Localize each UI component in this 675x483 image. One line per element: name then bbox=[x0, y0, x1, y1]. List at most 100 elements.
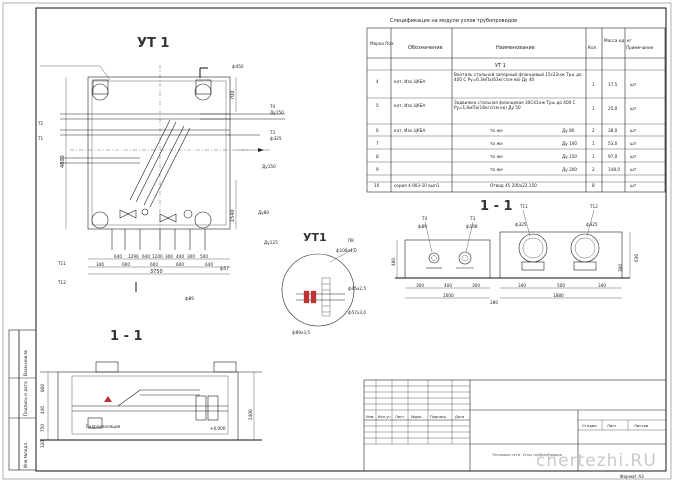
section-cut-marks bbox=[135, 67, 208, 292]
dim-l3: 600 bbox=[176, 262, 184, 267]
row7-pos: 7 bbox=[376, 141, 379, 146]
sec-dim-ltotal: 1000 bbox=[443, 293, 454, 298]
row8-pos: 8 bbox=[376, 154, 379, 159]
row7-note: шт bbox=[630, 141, 637, 146]
pipe-label-t1: Т1 bbox=[37, 136, 44, 141]
tb-h-list: Лист bbox=[395, 415, 404, 419]
row7-mass: 53,0 bbox=[608, 141, 618, 146]
callout-0: ф450 bbox=[232, 64, 244, 69]
section-right: Т4 Т3 ф89 ф108 Т11 Т12 ф325 ф325 300 400… bbox=[391, 204, 639, 305]
sec-dim-gap: 280 bbox=[490, 300, 498, 305]
dim-b4: 300 bbox=[165, 254, 173, 259]
sec-dim-rtotal: 1880 bbox=[553, 293, 564, 298]
tb-stage: Стадия bbox=[582, 423, 597, 428]
row6-qty: 2 bbox=[592, 128, 595, 133]
row7-qty: 1 bbox=[592, 141, 595, 146]
row9-qty: 2 bbox=[592, 167, 595, 172]
dim-b2: 640 bbox=[142, 254, 150, 259]
dim-l2: 600 bbox=[150, 262, 158, 267]
node-title-main: УТ 1 bbox=[137, 36, 169, 51]
plan-dimensions: 4800 700 1540 640 1290 640 1200 300 400 … bbox=[60, 77, 237, 275]
row5-qty: 1 bbox=[592, 106, 595, 111]
row4-qty: 1 bbox=[592, 82, 595, 87]
sec-left-label-1: +0,000 bbox=[210, 426, 226, 431]
small-node-detail: ПК ф108х4,0 ф45х2,5 ф57х3,0 ф89х3,5 bbox=[281, 238, 366, 335]
spec-group: УТ 1 bbox=[495, 63, 506, 69]
sec-height-small: 300 bbox=[618, 264, 623, 272]
callout-6: ф89 bbox=[185, 296, 194, 301]
section-left: Гидроизоляция +0,000 800 440 750 320 240… bbox=[40, 361, 262, 448]
sec-dim-l1: 400 bbox=[444, 283, 452, 288]
sec-left-dim-2: 750 bbox=[40, 424, 45, 432]
th-note: Примечание bbox=[626, 45, 654, 50]
callout-7: ф57 bbox=[220, 266, 229, 271]
row10-pos: 10 bbox=[374, 183, 380, 188]
row5-mass: 25,0 bbox=[608, 106, 618, 111]
side-label-inv: Инв.№подл. bbox=[23, 442, 28, 468]
small-label-57: ф57х3,0 bbox=[348, 310, 366, 315]
row5-designation: кат. Изо ЦКБА bbox=[394, 103, 426, 108]
row6-designation: кат. Изо ЦКБА bbox=[394, 128, 426, 133]
pipe-label-t2: Т2 bbox=[37, 121, 44, 126]
row8-name: то же bbox=[490, 154, 503, 159]
pipe-label-t4: Т4 bbox=[269, 104, 276, 109]
th-mass: Масса ед. кг bbox=[604, 38, 632, 43]
tb-h-date: Дата bbox=[455, 415, 464, 419]
row10-qty: 8 bbox=[592, 183, 595, 188]
sec-dim-r2: 340 bbox=[598, 283, 606, 288]
row4-name: Вентиль стальной запорный фланцевый 15с2… bbox=[454, 72, 582, 82]
valve-group bbox=[119, 208, 193, 223]
spec-table: Спецификация на модули узлов трубопровод… bbox=[366, 18, 666, 193]
row7-name: то же bbox=[490, 141, 503, 146]
row9-mass: 148,0 bbox=[608, 167, 620, 172]
tb-h-izm: Изм. bbox=[366, 415, 374, 419]
row4-mass: 17,5 bbox=[608, 82, 618, 87]
tb-h-sign: Подпись bbox=[430, 415, 446, 419]
row6-pos: 6 bbox=[376, 128, 379, 133]
dim-l1: 600 bbox=[122, 262, 130, 267]
pipe-label-t3: Т3 bbox=[269, 130, 276, 135]
dim-bottom-total: 3750 bbox=[150, 269, 163, 275]
row10-note: шт bbox=[630, 183, 637, 188]
section-label-right: 1 - 1 bbox=[480, 199, 513, 214]
row5-note: шт bbox=[630, 106, 637, 111]
tb-sheet: Лист bbox=[607, 423, 617, 428]
spec-title: Спецификация на модули узлов трубопровод… bbox=[390, 18, 517, 24]
manhole-top-right bbox=[194, 83, 212, 101]
callout-5: Ду125 bbox=[264, 240, 278, 245]
sec-dim-l2: 300 bbox=[472, 283, 480, 288]
manhole-top-left bbox=[91, 83, 109, 101]
sec-size-325b: ф325 bbox=[586, 222, 598, 227]
sec-left-dim-total: 2400 bbox=[248, 409, 253, 420]
dim-b1: 1290 bbox=[128, 254, 139, 259]
sec-height-right: 630 bbox=[634, 254, 639, 262]
sec-pipe-t12: Т12 bbox=[589, 204, 598, 209]
sec-dim-l0: 300 bbox=[416, 283, 424, 288]
row8-note: шт bbox=[630, 154, 637, 159]
row10-designation: серия 4.903-10 вып1 bbox=[394, 183, 440, 188]
row6-note: шт bbox=[630, 128, 637, 133]
sec-size-89: ф89 bbox=[418, 224, 427, 229]
manhole-bottom-right bbox=[194, 211, 212, 229]
sec-left-label-0: Гидроизоляция bbox=[86, 424, 121, 429]
inner-frame bbox=[35, 7, 667, 472]
small-label-89: ф89х3,5 bbox=[292, 330, 310, 335]
format-label: Формат А3 bbox=[620, 474, 644, 479]
sec-left-dim-3: 320 bbox=[40, 440, 45, 448]
callout-3: Ду150 bbox=[262, 164, 276, 169]
row6-mass: 38,0 bbox=[608, 128, 618, 133]
sec-size-325a: ф325 bbox=[515, 222, 527, 227]
tb-sheets: Листов bbox=[634, 423, 649, 428]
pipe-label-t11: Т11 bbox=[57, 261, 66, 266]
row5-name: Задвижка стальная фланцевая 30С41нж Тр≤ … bbox=[454, 100, 576, 110]
dim-l0: 340 bbox=[96, 262, 104, 267]
row6-dn: Ду 80 bbox=[562, 128, 575, 133]
th-mark: Марка Поз. bbox=[370, 41, 395, 46]
row9-pos: 9 bbox=[376, 167, 379, 172]
manhole-bottom-left bbox=[91, 211, 109, 229]
sec-pipe-t3: Т3 bbox=[469, 216, 476, 221]
row9-name: то же bbox=[490, 167, 503, 172]
tb-h-kol: Кол.уч bbox=[378, 415, 390, 419]
